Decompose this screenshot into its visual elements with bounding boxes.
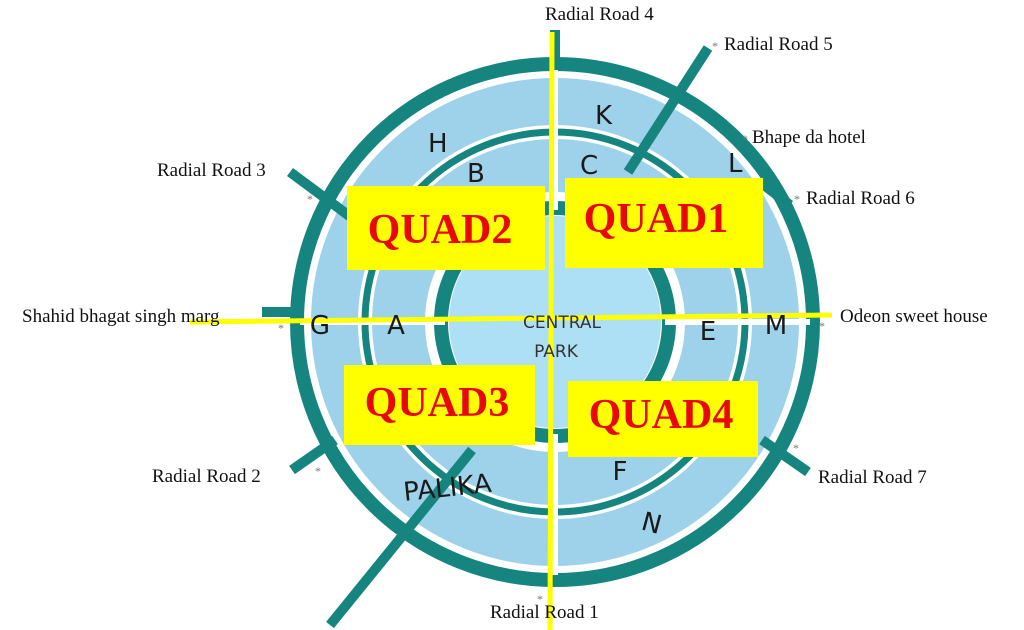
radial-road-4-label: Radial Road 4 bbox=[545, 4, 654, 25]
radial-road-5-line bbox=[623, 45, 713, 175]
radial-road-1-label: Radial Road 1 bbox=[490, 602, 599, 623]
block-a-label: A bbox=[387, 311, 405, 341]
radial-road-3-line bbox=[287, 167, 355, 223]
marker-icon: * bbox=[315, 464, 321, 478]
marker-icon: * bbox=[793, 441, 799, 455]
block-h-label: H bbox=[428, 129, 448, 159]
radial-road-6-label: Radial Road 6 bbox=[806, 188, 915, 209]
park-label-line1: CENTRAL bbox=[523, 313, 601, 333]
radial-road-6-line bbox=[756, 178, 794, 209]
quad4-box: QUAD4 bbox=[568, 381, 758, 457]
shahid-bhagat-singh-marg-label: Shahid bhagat singh marg bbox=[22, 306, 220, 327]
quad1-label: QUAD1 bbox=[584, 196, 729, 242]
radial-roads bbox=[262, 30, 811, 629]
block-g-label: G bbox=[310, 311, 330, 341]
block-f-label: F bbox=[613, 457, 628, 487]
palika-road-line bbox=[326, 446, 476, 629]
quad2-label: QUAD2 bbox=[368, 207, 513, 253]
block-c-label: C bbox=[580, 151, 598, 181]
radial-road-7-label: Radial Road 7 bbox=[818, 467, 927, 488]
marker-icon: * bbox=[307, 192, 313, 206]
marker-icon: * bbox=[794, 192, 800, 206]
radial-road-3-label: Radial Road 3 bbox=[157, 160, 266, 181]
block-b-label: B bbox=[467, 159, 485, 189]
block-k-label: K bbox=[595, 101, 613, 131]
marker-icon: * bbox=[819, 319, 825, 333]
marker-icon: * bbox=[742, 132, 748, 146]
quad1-box: QUAD1 bbox=[565, 178, 763, 268]
quad2-box: QUAD2 bbox=[347, 186, 545, 270]
radial-road-5-label: Radial Road 5 bbox=[724, 34, 833, 55]
quad3-box: QUAD3 bbox=[344, 365, 535, 445]
quad4-label: QUAD4 bbox=[589, 392, 734, 438]
odeon-sweet-house-label: Odeon sweet house bbox=[840, 306, 988, 327]
marker-icon: * bbox=[537, 592, 543, 606]
radial-road-2-label: Radial Road 2 bbox=[152, 466, 261, 487]
block-l-label: L bbox=[728, 149, 743, 179]
marker-icon: * bbox=[712, 39, 718, 53]
vertical-divider bbox=[547, 31, 555, 630]
radial-road-7-line bbox=[759, 435, 811, 477]
block-e-label: E bbox=[700, 317, 716, 347]
park-label-line2: PARK bbox=[534, 342, 579, 362]
horizontal-divider bbox=[189, 312, 833, 325]
bhape-da-hotel-label: Bhape da hotel bbox=[752, 127, 866, 148]
radial-road-2-line bbox=[289, 435, 338, 475]
block-m-label: M bbox=[765, 311, 787, 341]
marker-icon: * bbox=[278, 321, 284, 335]
quad3-label: QUAD3 bbox=[365, 380, 510, 426]
